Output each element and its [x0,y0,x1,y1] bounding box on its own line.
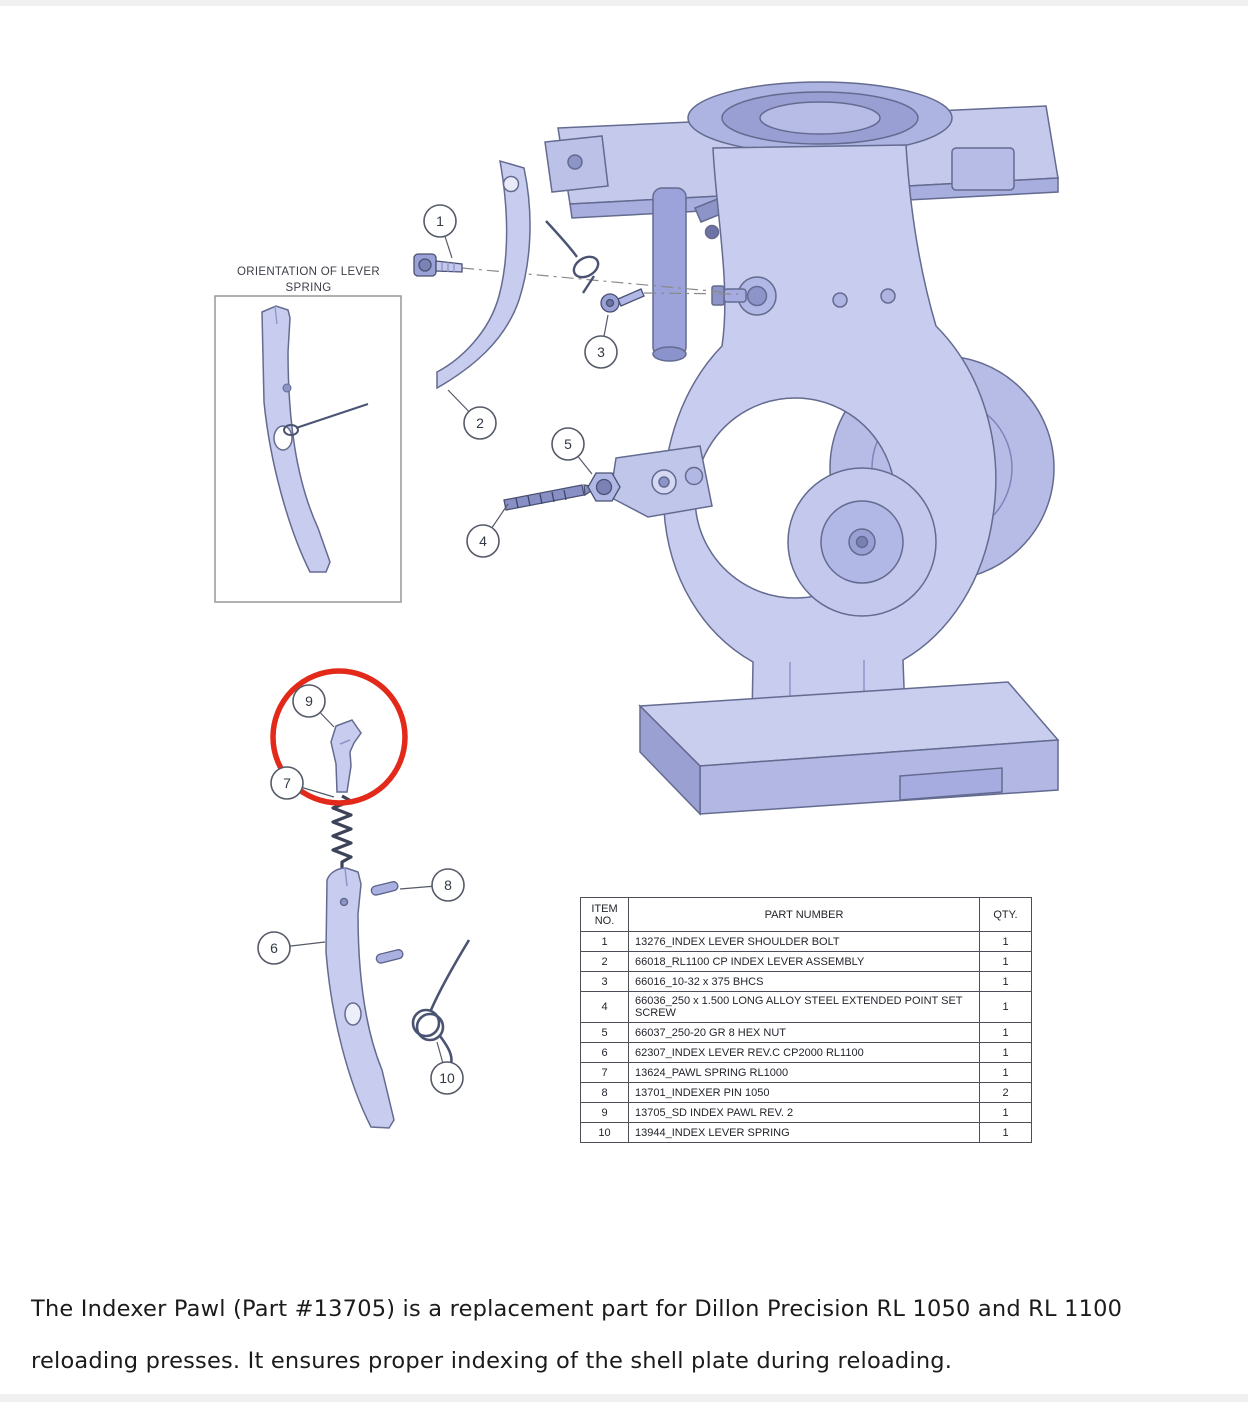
svg-text:7: 7 [283,775,291,791]
callout-3: 3 [584,335,618,369]
cell-qty: 1 [979,1062,1032,1083]
table-row: 4 66036_250 x 1.500 LONG ALLOY STEEL EXT… [580,991,1032,1023]
svg-text:2: 2 [476,415,484,431]
cell-part-number: 66018_RL1100 CP INDEX LEVER ASSEMBLY [628,951,980,972]
table-row: 6 62307_INDEX LEVER REV.C CP2000 RL1100 … [580,1042,1032,1063]
cell-part-number: 66016_10-32 x 375 BHCS [628,971,980,992]
cell-part-number: 66036_250 x 1.500 LONG ALLOY STEEL EXTEN… [628,991,980,1023]
bhcs-screw-part [600,288,645,313]
index-lever-part [325,867,395,1129]
svg-text:4: 4 [479,533,487,549]
cell-item-no: 2 [580,951,629,972]
cell-item-no: 9 [580,1102,629,1123]
lever-spring-part [411,939,471,1065]
cell-item-no: 5 [580,1022,629,1043]
indexer-pin-part [370,881,404,964]
svg-text:9: 9 [305,693,313,709]
cell-qty: 1 [979,1102,1032,1123]
exploded-diagram: 1 2 3 4 5 6 7 8 [214,81,1060,1129]
table-header-row: ITEM NO. PART NUMBER QTY. [580,897,1032,932]
cell-qty: 1 [979,1042,1032,1063]
highlight-circle [270,668,408,806]
svg-text:1: 1 [436,213,444,229]
torsion-spring-part [545,220,600,294]
cell-qty: 1 [979,951,1032,972]
callout-7: 7 [270,766,304,800]
cell-qty: 1 [979,1122,1032,1143]
col-header-qty: QTY. [979,897,1032,932]
cell-part-number: 13701_INDEXER PIN 1050 [628,1082,980,1103]
cell-item-no: 6 [580,1042,629,1063]
parts-table: ITEM NO. PART NUMBER QTY. 1 13276_INDEX … [580,897,1032,1143]
cell-item-no: 7 [580,1062,629,1083]
svg-text:5: 5 [564,436,572,452]
cell-part-number: 13624_PAWL SPRING RL1000 [628,1062,980,1083]
svg-text:10: 10 [439,1070,455,1086]
cell-item-no: 8 [580,1082,629,1103]
orientation-box-label: ORIENTATION OF LEVER SPRING [237,266,380,294]
pawl-spring-part [331,794,353,868]
cell-part-number: 13276_INDEX LEVER SHOULDER BOLT [628,931,980,952]
svg-text:8: 8 [444,877,452,893]
index-lever-assembly-part [436,159,531,390]
svg-text:6: 6 [270,940,278,956]
cell-qty: 1 [979,971,1032,992]
col-header-item-no: ITEM NO. [580,897,629,932]
cell-item-no: 4 [580,991,629,1023]
svg-text:3: 3 [597,344,605,360]
table-row: 10 13944_INDEX LEVER SPRING 1 [580,1122,1032,1143]
callout-9: 9 [292,684,326,718]
index-pawl-part [330,719,362,793]
cell-qty: 1 [979,1022,1032,1043]
press-body [544,81,1060,816]
table-row: 9 13705_SD INDEX PAWL REV. 2 1 [580,1102,1032,1123]
callout-2: 2 [463,406,497,440]
screenshot-edge-top [0,0,1248,6]
table-row: 5 66037_250-20 GR 8 HEX NUT 1 [580,1022,1032,1043]
callout-4: 4 [466,524,500,558]
set-screw-part [503,484,599,511]
cell-item-no: 1 [580,931,629,952]
callout-1: 1 [423,204,457,238]
screenshot-edge-bottom [0,1394,1248,1402]
table-row: 2 66018_RL1100 CP INDEX LEVER ASSEMBLY 1 [580,951,1032,972]
caption-text: The Indexer Pawl (Part #13705) is a repl… [31,1296,1123,1374]
table-row: 3 66016_10-32 x 375 BHCS 1 [580,971,1032,992]
cell-qty: 1 [979,991,1032,1023]
cell-item-no: 10 [580,1122,629,1143]
hex-nut-part [587,472,621,502]
callout-10: 10 [430,1061,464,1095]
cell-part-number: 66037_250-20 GR 8 HEX NUT [628,1022,980,1043]
table-row: 7 13624_PAWL SPRING RL1000 1 [580,1062,1032,1083]
cell-part-number: 62307_INDEX LEVER REV.C CP2000 RL1100 [628,1042,980,1063]
shoulder-bolt-part [413,253,463,277]
callout-8: 8 [431,868,465,902]
callout-6: 6 [257,931,291,965]
table-row: 8 13701_INDEXER PIN 1050 2 [580,1082,1032,1103]
cell-part-number: 13705_SD INDEX PAWL REV. 2 [628,1102,980,1123]
cell-item-no: 3 [580,971,629,992]
cell-qty: 1 [979,931,1032,952]
parts-table-container: ITEM NO. PART NUMBER QTY. 1 13276_INDEX … [580,897,1032,1143]
orientation-box [214,295,402,603]
table-row: 1 13276_INDEX LEVER SHOULDER BOLT 1 [580,931,1032,952]
col-header-part-number: PART NUMBER [628,897,980,932]
cell-part-number: 13944_INDEX LEVER SPRING [628,1122,980,1143]
cell-qty: 2 [979,1082,1032,1103]
callout-5: 5 [551,427,585,461]
